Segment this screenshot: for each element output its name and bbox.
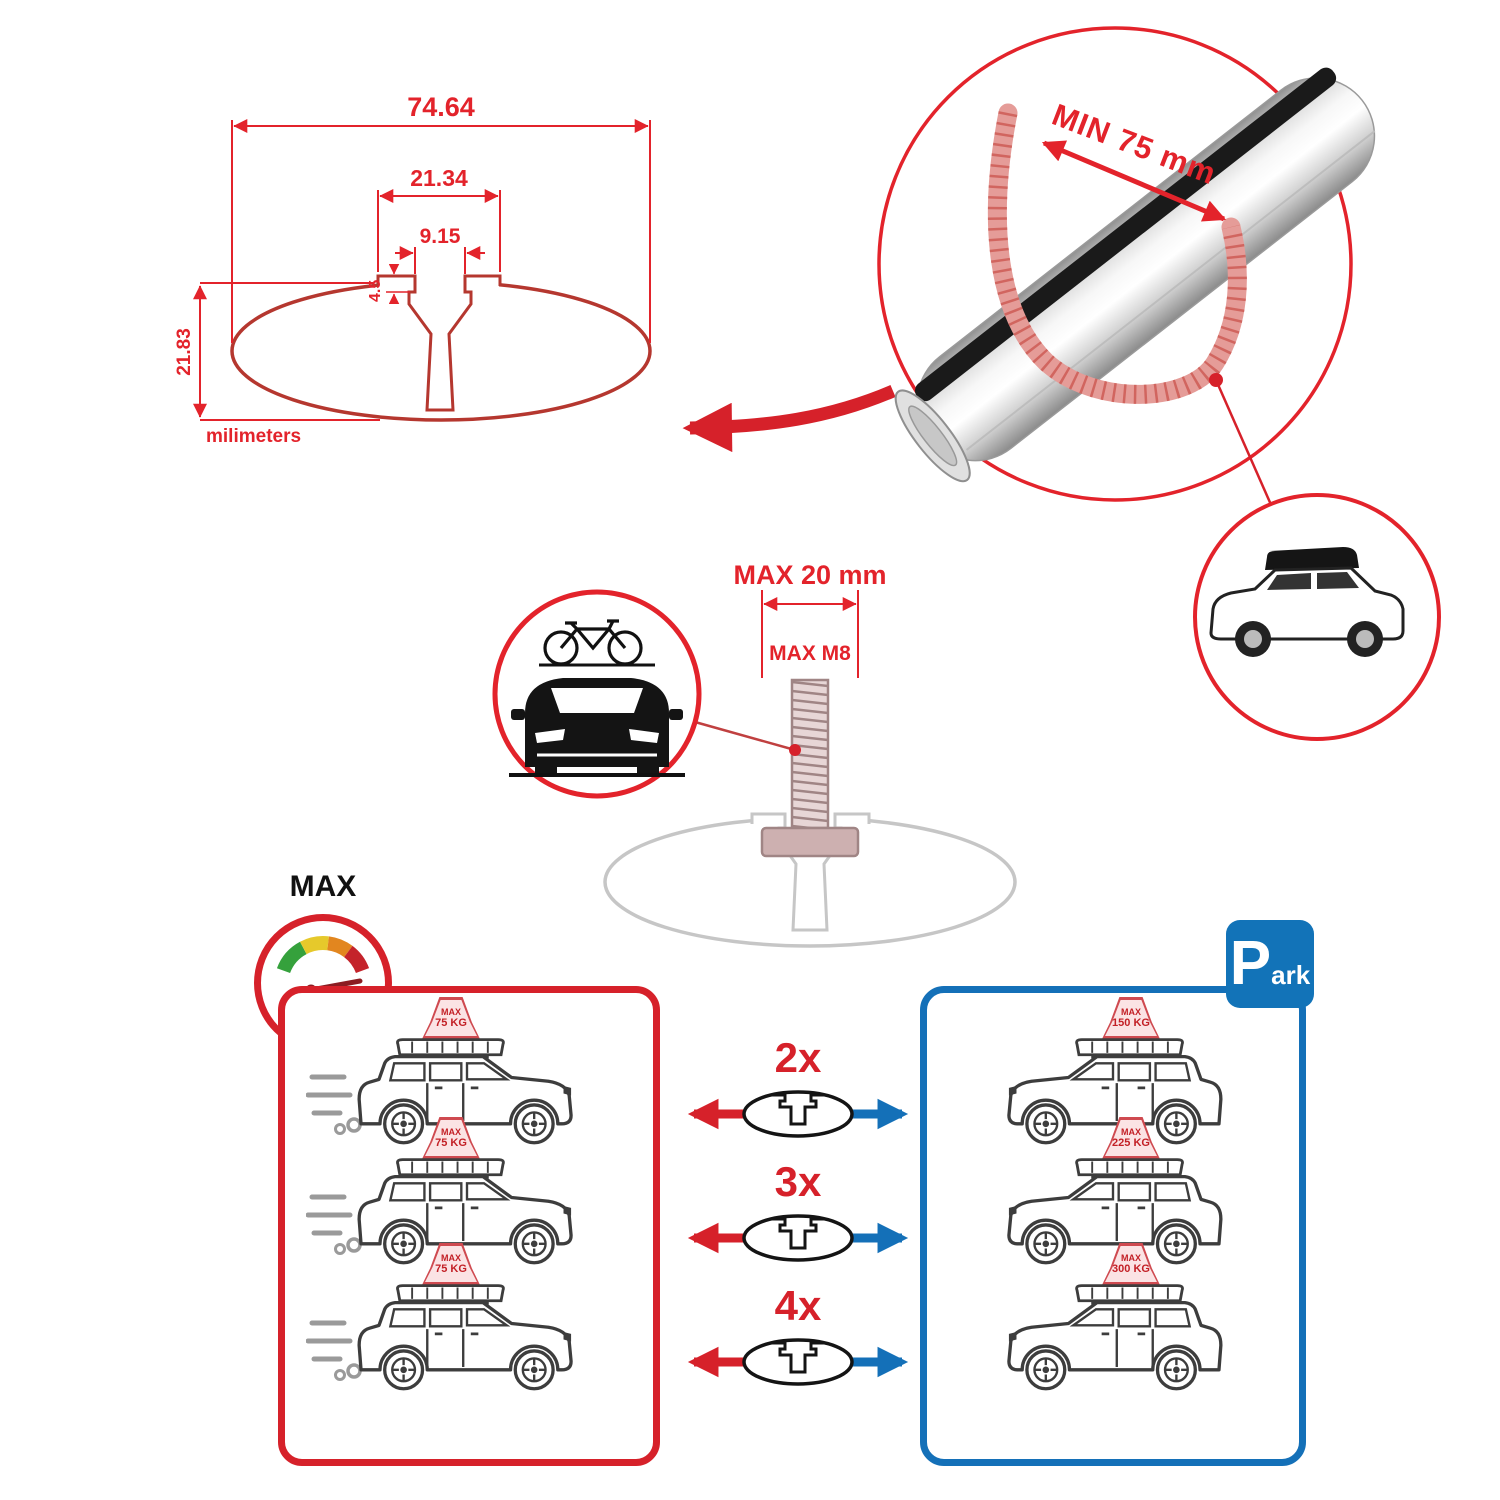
crossbar-detail-circle: MIN 75 mm	[877, 26, 1376, 508]
max-load-value: 300 KG	[1112, 1263, 1150, 1275]
max-load-value: 75 KG	[435, 1017, 467, 1029]
bolt-dimension-lines	[761, 590, 859, 678]
units-label: milimeters	[206, 426, 301, 447]
roofbox-car-circle	[1193, 493, 1441, 741]
quantity-label: 4x	[774, 1282, 822, 1329]
connector-dot	[789, 744, 801, 756]
clamp-hoop	[987, 103, 1247, 404]
max-bolt-width-label: MAX 20 mm	[733, 560, 886, 590]
max-load-value: 75 KG	[435, 1263, 467, 1275]
car-front-icon	[509, 678, 685, 777]
dim-slot-width: 9.15	[420, 225, 461, 248]
t-bolt	[760, 678, 860, 858]
car-with-roof-load: MAX 75 KG	[306, 997, 592, 1167]
parking-sign: P ark	[1226, 920, 1314, 1008]
bolt-spec-area: MAX 20 mm MAX M8	[603, 560, 1017, 948]
max-load-value: 225 KG	[1112, 1137, 1150, 1149]
speed-max-title: MAX	[289, 870, 357, 903]
dim-lip-depth: 4.5	[367, 280, 384, 302]
t-slot-channel	[376, 274, 502, 412]
min-span-arrow	[1041, 140, 1227, 222]
motion-lines-icon	[306, 1194, 362, 1255]
quantity-label: 2x	[774, 1034, 822, 1081]
max-load-title: MAX	[441, 1253, 461, 1263]
fitment-arrows	[687, 1214, 909, 1262]
parking-suffix: ark	[1271, 959, 1311, 990]
connector-line-to-car	[1214, 379, 1274, 508]
speed-limit-gauge: 120	[254, 914, 392, 1052]
quantity-label: 3x	[774, 1158, 822, 1205]
dimension-lines	[193, 119, 651, 421]
crossbar-option-row: 2x	[670, 1036, 926, 1144]
cross-section-drawing: 74.64 21.34 9.15 4.5 21.83 milimeters	[174, 92, 652, 447]
suv-car-icon	[344, 1279, 590, 1402]
max-load-value: 150 KG	[1112, 1017, 1150, 1029]
max-load-value: 75 KG	[435, 1137, 467, 1149]
bike-car-circle	[492, 589, 702, 799]
fitment-arrows	[687, 1090, 909, 1138]
max-load-title: MAX	[1121, 1127, 1141, 1137]
motion-lines-icon	[306, 1074, 362, 1135]
max-load-title: MAX	[1121, 1007, 1141, 1017]
dim-channel-width: 21.34	[410, 165, 468, 191]
car-with-roof-load: MAX 300 KG	[988, 1243, 1238, 1413]
suv-car-icon	[990, 1279, 1236, 1402]
crossbar-option-row: 4x	[670, 1284, 926, 1392]
suv-with-roofbox-icon	[1209, 547, 1405, 657]
connector-dot	[1209, 373, 1223, 387]
parking-letter: P	[1229, 929, 1272, 998]
max-load-title: MAX	[441, 1007, 461, 1017]
dim-overall-width: 74.64	[407, 92, 475, 122]
crossbar-option-row: 3x	[670, 1160, 926, 1268]
fitment-arrows	[687, 1338, 909, 1386]
max-thread-label: MAX M8	[769, 642, 851, 665]
connector-line-bike-to-bolt	[694, 720, 796, 752]
max-load-title: MAX	[1121, 1253, 1141, 1263]
car-with-roof-load: MAX 75 KG	[306, 1117, 592, 1287]
car-with-roof-load: MAX 225 KG	[988, 1117, 1238, 1287]
dim-height: 21.83	[174, 328, 195, 376]
car-with-roof-load: MAX 150 KG	[988, 997, 1238, 1167]
car-with-roof-load: MAX 75 KG	[306, 1243, 592, 1413]
max-load-title: MAX	[441, 1127, 461, 1137]
